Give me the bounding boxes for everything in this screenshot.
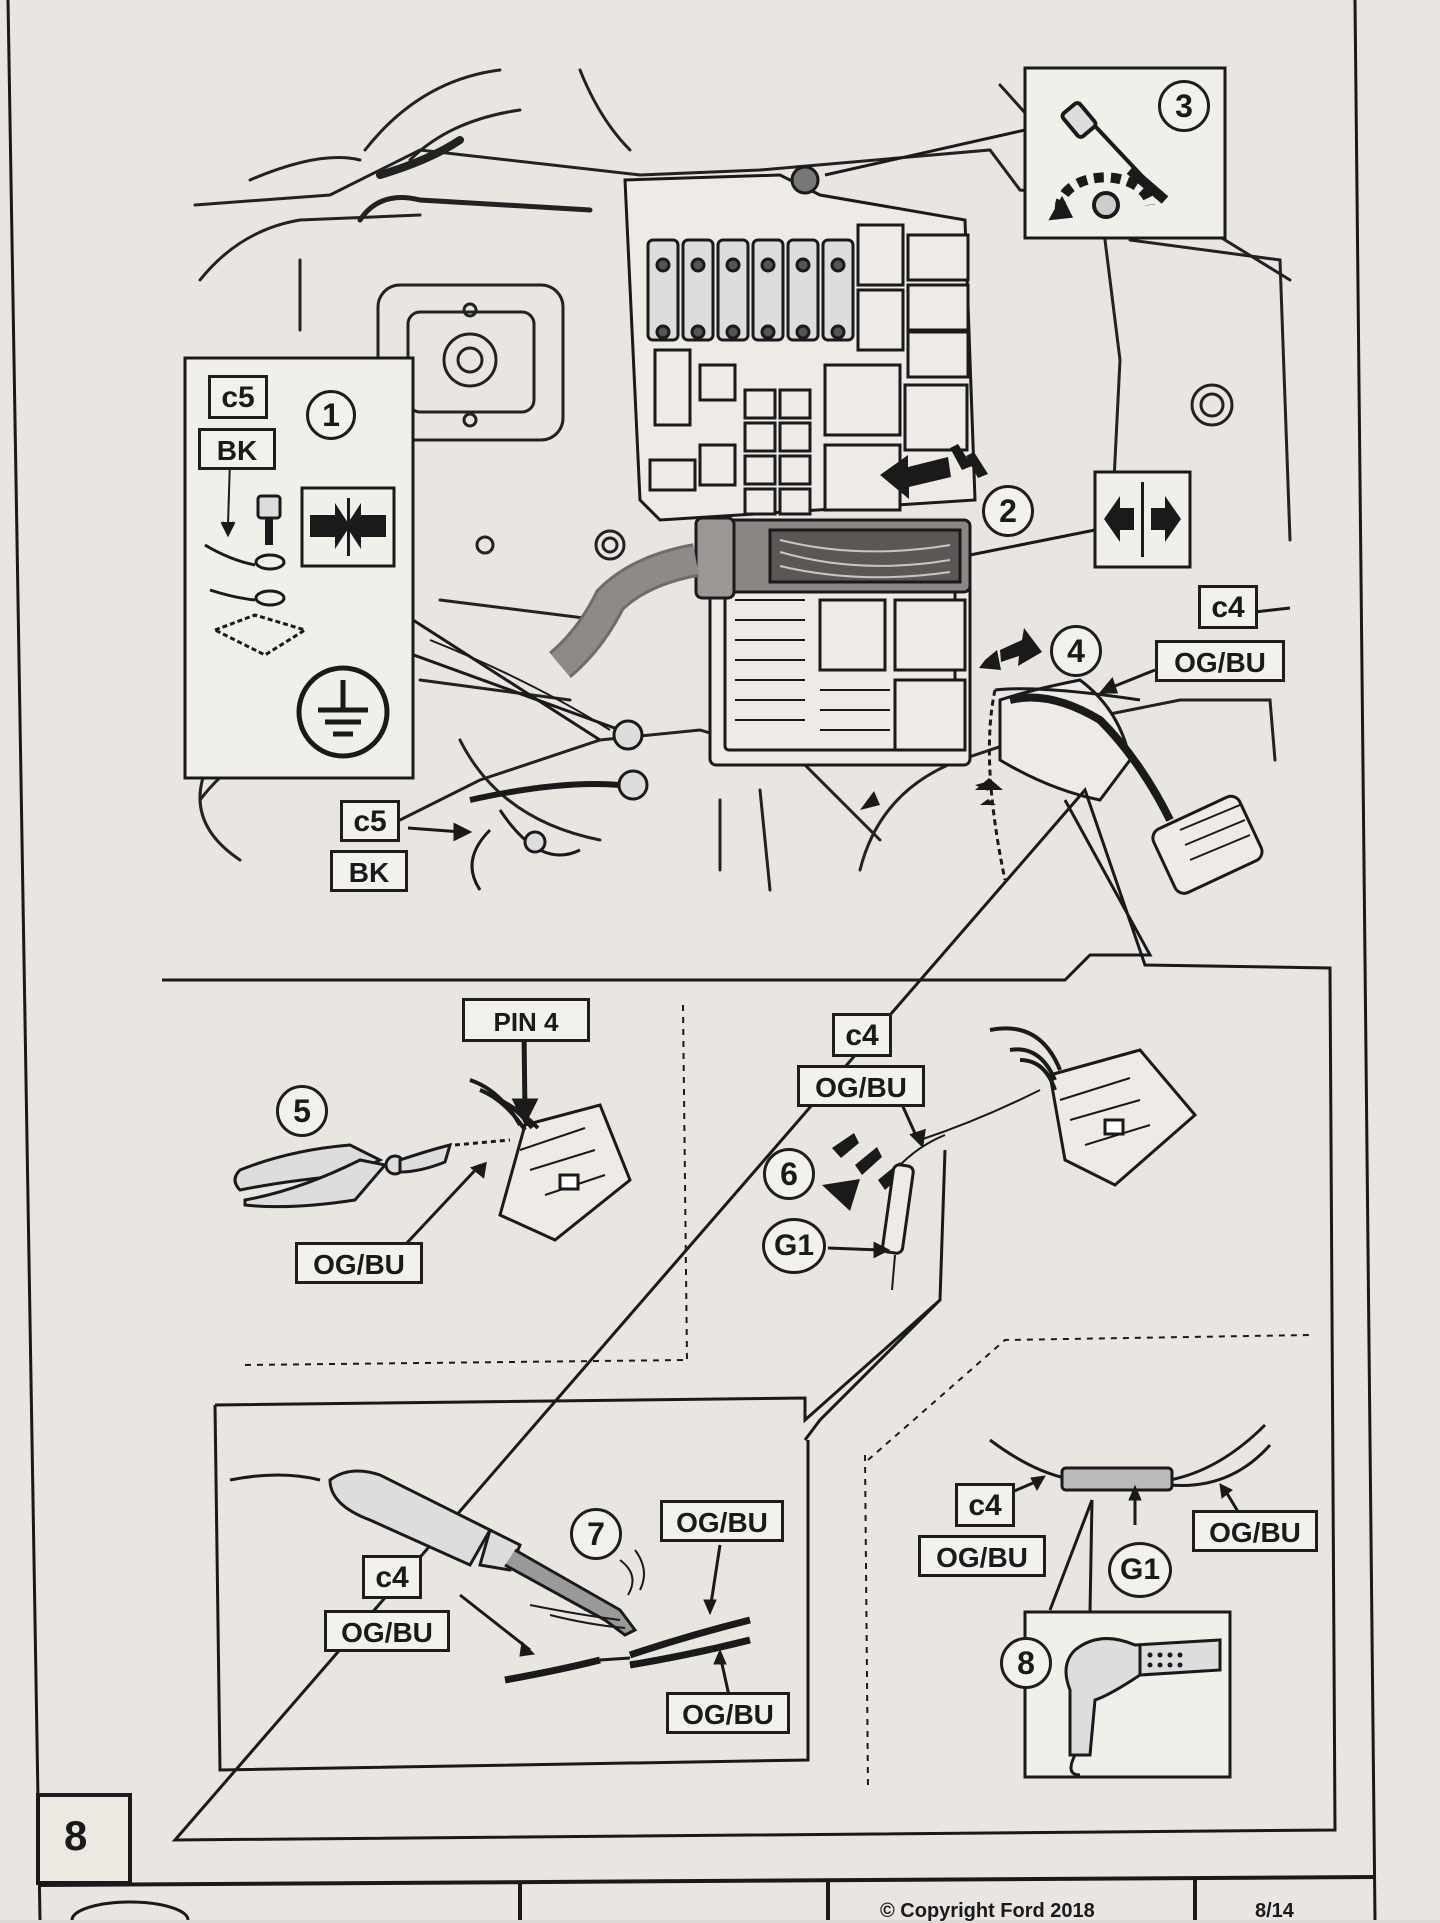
sheet-index: 8/14 xyxy=(1255,1900,1294,1922)
step-2-number: 2 xyxy=(982,485,1034,537)
step-1-number: 1 xyxy=(306,390,356,440)
solder-wires-drawing xyxy=(459,1544,751,1701)
og-bu-label-step7-left: OG/BU xyxy=(324,1610,450,1652)
heat-gun-icon xyxy=(1064,1637,1222,1777)
step-7-number: 7 xyxy=(570,1508,622,1560)
step-8-number: 8 xyxy=(1000,1637,1052,1689)
og-bu-label-step5: OG/BU xyxy=(295,1242,423,1284)
side-cutter-pliers-icon xyxy=(233,1142,453,1209)
soldering-iron-icon xyxy=(229,1469,645,1637)
ground-inset xyxy=(183,356,601,780)
c4-label-step6: c4 xyxy=(832,1013,892,1057)
og-bu-label-step7-top: OG/BU xyxy=(660,1500,784,1542)
step-5-number: 5 xyxy=(276,1085,328,1137)
og-bu-label-step8-right: OG/BU xyxy=(1192,1510,1318,1552)
c4-label-step8: c4 xyxy=(955,1483,1015,1527)
right-connector xyxy=(987,678,1264,895)
title-block xyxy=(36,1793,1376,1920)
og-bu-label-step6: OG/BU xyxy=(797,1065,925,1107)
lower-panel-frame xyxy=(162,787,1337,1842)
heat-gun-inset xyxy=(1023,1610,1232,1779)
c4-label-step7: c4 xyxy=(362,1555,422,1599)
engine-bay-drawing xyxy=(193,68,1292,892)
bk-label-bottom: BK xyxy=(330,850,408,892)
og-bu-label-top: OG/BU xyxy=(1155,640,1285,682)
ford-logo xyxy=(70,1900,190,1920)
og-bu-label-step8-left: OG/BU xyxy=(918,1535,1046,1577)
c4-label-top: c4 xyxy=(1198,585,1258,629)
page-frame xyxy=(6,0,1377,1920)
g1-label-step6: G1 xyxy=(762,1218,826,1274)
og-bu-label-step7-bottom: OG/BU xyxy=(666,1692,790,1734)
direction-arrows xyxy=(822,444,1042,1211)
arrows-diverge-icon xyxy=(969,470,1192,569)
step-3-number: 3 xyxy=(1158,80,1210,132)
g1-label-step8: G1 xyxy=(1108,1542,1172,1598)
bk-label-top: BK xyxy=(198,428,276,470)
bolt-and-terminal-drawing xyxy=(204,459,309,657)
c5-label-bottom: c5 xyxy=(340,800,400,842)
step-4-number: 4 xyxy=(1050,625,1102,677)
copyright-text: © Copyright Ford 2018 xyxy=(880,1900,1095,1922)
page-number: 8 xyxy=(64,1812,88,1859)
main-connector xyxy=(548,516,972,679)
ratchet-wrench-icon xyxy=(1048,101,1169,221)
step-6-number: 6 xyxy=(763,1148,815,1200)
crimp-sleeve-drawing xyxy=(827,1026,1198,1291)
fuse-box xyxy=(623,165,977,767)
ground-symbol-icon xyxy=(296,665,390,759)
leader-lines xyxy=(407,606,1291,842)
ground-terminals xyxy=(399,639,649,891)
pin-4-label: PIN 4 xyxy=(462,998,590,1042)
pin4-connector-drawing xyxy=(403,1029,632,1247)
c5-label-top: c5 xyxy=(208,375,268,419)
